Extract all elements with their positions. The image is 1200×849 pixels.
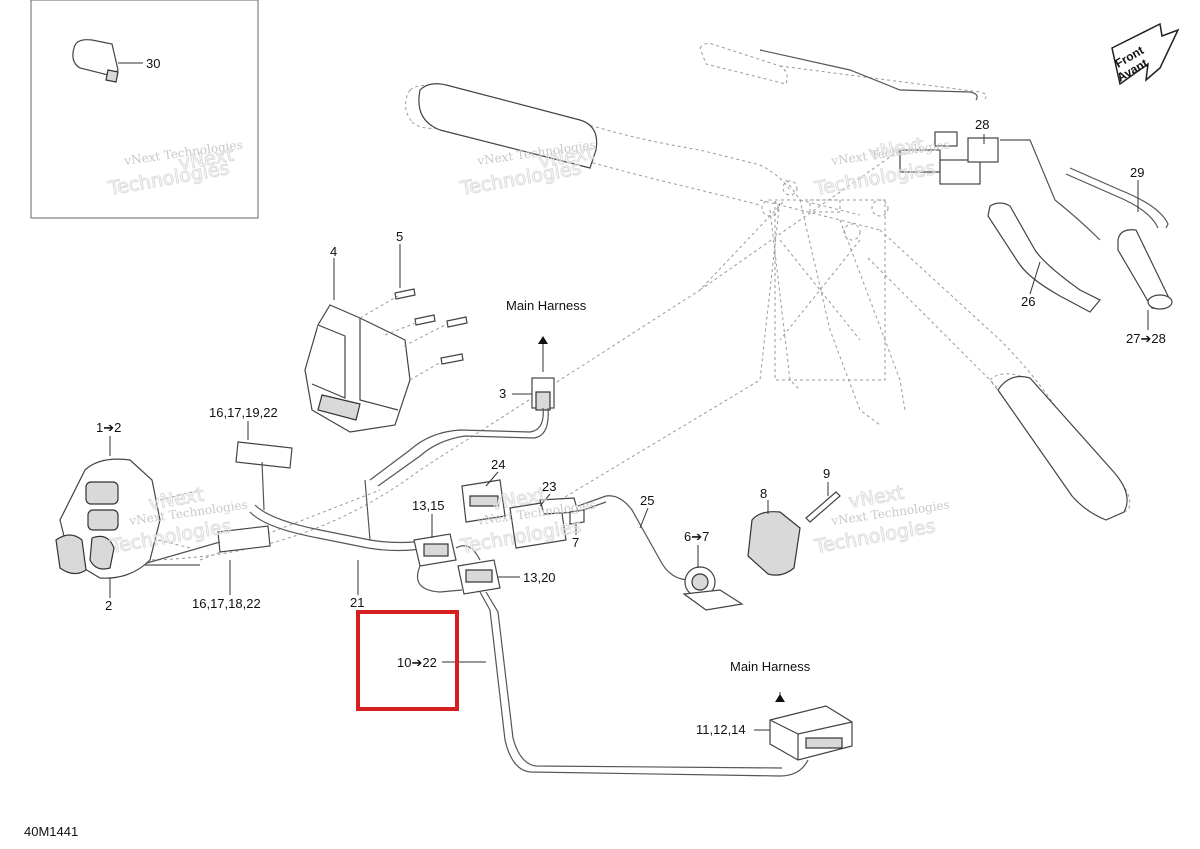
- part-13-20-connector: [457, 559, 501, 595]
- callout-26: 26: [1021, 294, 1035, 309]
- callout-27-28: 27➔28: [1126, 331, 1166, 346]
- part-27-tube: [1117, 229, 1173, 310]
- callout-5: 5: [396, 229, 403, 244]
- part-11-12-14-module: [769, 705, 853, 761]
- callout-25: 25: [640, 493, 654, 508]
- figure-id: 40M1441: [24, 824, 78, 839]
- highlight-box: [356, 610, 459, 711]
- callout-28: 28: [975, 117, 989, 132]
- main-harness-label: Main Harness: [730, 659, 811, 674]
- inset-box: [30, 0, 259, 219]
- riser-block: [761, 180, 889, 381]
- up-arrow: [538, 336, 548, 344]
- callout-11-12-14: 11,12,14: [696, 722, 746, 737]
- part-16-17-19-22-connector: [235, 441, 293, 511]
- part-26-tube: [987, 202, 1101, 313]
- callout-24: 24: [491, 457, 505, 472]
- part-8-cap: [747, 511, 801, 576]
- watermarks: vNext Technologies Technologies vNext vN…: [106, 133, 951, 558]
- callout-9: 9: [823, 466, 830, 481]
- callout-6-7: 6➔7: [684, 529, 709, 544]
- front-direction-arrow: Front Avant: [1111, 22, 1180, 86]
- callout-13-15: 13,15: [412, 498, 445, 513]
- part-24-connector: [461, 479, 506, 523]
- part-28-connector: [899, 131, 999, 185]
- part-30-clip: [72, 39, 119, 83]
- callout-29: 29: [1130, 165, 1144, 180]
- callout-4: 4: [330, 244, 337, 259]
- callout-13-20: 13,20: [523, 570, 556, 585]
- callout-2: 2: [105, 598, 112, 613]
- part-6-sensor: [682, 566, 744, 611]
- callout-1-2: 1➔2: [96, 420, 121, 435]
- callout-7: 7: [572, 535, 579, 550]
- part-4-housing: [304, 304, 411, 433]
- callout-16-17-19-22: 16,17,19,22: [209, 405, 278, 420]
- callout-23: 23: [542, 479, 556, 494]
- part-3-connector: [531, 377, 555, 411]
- callout-16-17-18-22: 16,17,18,22: [192, 596, 261, 611]
- callout-10-22: 10➔22: [397, 655, 437, 670]
- up-arrow-2: [775, 694, 785, 702]
- part-1-switch-housing: [55, 458, 161, 579]
- callout-30: 30: [146, 56, 160, 71]
- main-harness-label: Main Harness: [506, 298, 587, 313]
- part-9-pin: [805, 491, 841, 523]
- callout-21: 21: [350, 595, 364, 610]
- callouts: 30 28 29 26 27➔28 4 5 3 1➔2 2 16,17,19,2…: [96, 56, 1166, 737]
- part-16-17-18-22-connector: [217, 525, 271, 553]
- part-13-15-connector: [413, 533, 457, 567]
- callout-3: 3: [499, 386, 506, 401]
- left-grip: [418, 83, 598, 169]
- callout-8: 8: [760, 486, 767, 501]
- right-grip: [997, 375, 1128, 521]
